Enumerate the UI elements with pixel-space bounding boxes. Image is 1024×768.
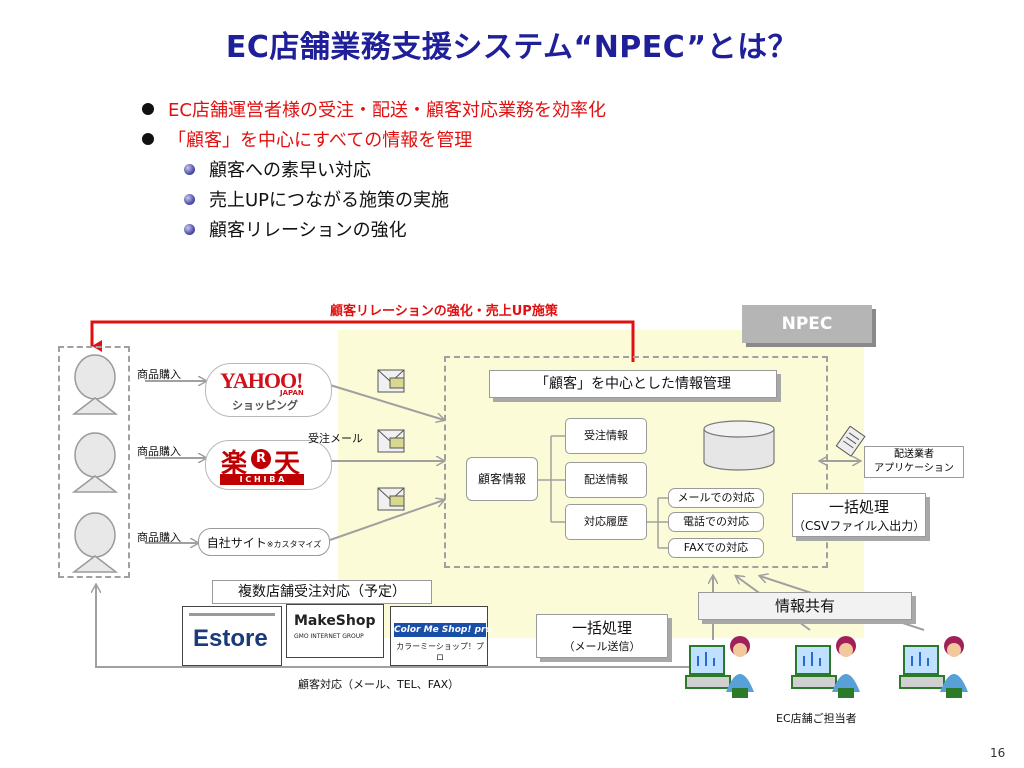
npec-label: NPEC (742, 305, 872, 343)
staff-computer-icon (899, 636, 968, 698)
central-management-box (444, 356, 828, 568)
delivery-info-box: 配送情報 (565, 462, 647, 498)
customer-response-label: 顧客対応（メール、TEL、FAX） (298, 678, 460, 691)
rakuten-r-icon: R (251, 449, 271, 469)
mail-icon (377, 369, 405, 393)
sub-bullet-icon (184, 223, 195, 235)
staff-label: EC店舗ご担当者 (776, 712, 857, 725)
customer-group (58, 346, 130, 578)
central-header: 「顧客」を中心とした情報管理 (489, 370, 777, 398)
yahoo-shopping-logo: YAHOO! JAPAN ショッピング (205, 363, 332, 417)
history-box: 対応履歴 (565, 504, 647, 540)
bullet-dot-icon (142, 103, 154, 115)
delivery-app-box: 配送業者 アプリケーション (864, 446, 964, 478)
info-share-box: 情報共有 (698, 592, 912, 620)
staff-icons (685, 636, 968, 698)
document-icon (835, 426, 866, 457)
staff-computer-icon (791, 636, 860, 698)
sub-bullet-item: 顧客リレーションの強化 (142, 216, 842, 246)
rakuten-ichiba-text: I C H I B A (220, 474, 304, 485)
batch-mail-box: 一括処理 （メール送信） (536, 614, 668, 658)
customer-person-icon (71, 512, 119, 573)
bullet-dot-icon (142, 133, 154, 145)
sub-bullet-item: 売上UPにつながる施策の実施 (142, 186, 842, 216)
red-feedback-arrow (90, 320, 635, 362)
customer-person-icon (71, 432, 119, 493)
yahoo-shopping-text: ショッピング (232, 399, 298, 412)
purchase-label: 商品購入 (137, 368, 181, 381)
estore-logo: Estore (182, 606, 282, 666)
multi-store-label: 複数店舗受注対応（予定） (212, 580, 432, 604)
rakuten-logo: 楽 R 天 I C H I B A (205, 440, 332, 490)
batch-csv-box: 一括処理 （CSVファイル入出力） (792, 493, 926, 537)
staff-computer-icon (685, 636, 754, 698)
yahoo-japan-text: JAPAN (280, 389, 304, 397)
order-mail-label: 受注メール (308, 432, 363, 445)
fax-response-pill: FAXでの対応 (668, 538, 764, 558)
bullet-item: EC店舗運営者様の受注・配送・顧客対応業務を効率化 (142, 96, 842, 126)
own-site-box: 自社サイト※カスタマイズ (198, 528, 330, 556)
customer-info-box: 顧客情報 (466, 457, 538, 501)
page-title: EC店舗業務支援システム“NPEC”とは？ (225, 30, 799, 65)
bullet-item: 「顧客」を中心にすべての情報を管理 (142, 126, 842, 156)
mail-icon (377, 487, 405, 511)
mail-response-pill: メールでの対応 (668, 488, 764, 508)
bullet-list: EC店舗運営者様の受注・配送・顧客対応業務を効率化 「顧客」を中心にすべての情報… (142, 96, 842, 246)
yahoo-logo-text: YAHOO! (220, 368, 303, 393)
customer-icons (71, 354, 119, 573)
sub-bullet-icon (184, 193, 195, 205)
red-feedback-label: 顧客リレーションの強化・売上UP施策 (330, 304, 558, 319)
sub-bullet-icon (184, 163, 195, 175)
purchase-label: 商品購入 (137, 445, 181, 458)
makeshop-logo: MakeShop GMO INTERNET GROUP (286, 604, 384, 658)
customer-person-icon (71, 354, 119, 415)
purchase-label: 商品購入 (137, 531, 181, 544)
mail-icon (377, 429, 405, 453)
sub-bullet-item: 顧客への素早い対応 (142, 156, 842, 186)
page-number: 16 (990, 746, 1006, 760)
phone-response-pill: 電話での対応 (668, 512, 764, 532)
order-info-box: 受注情報 (565, 418, 647, 454)
colorme-logo: Color Me Shop! pro カラーミーショップ！プロ (390, 606, 492, 666)
database-icon (703, 420, 775, 471)
